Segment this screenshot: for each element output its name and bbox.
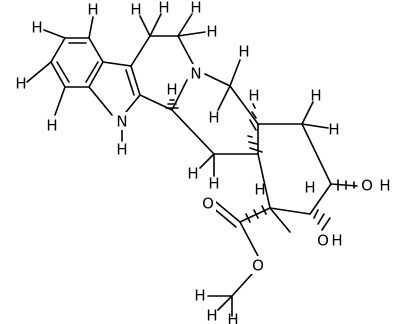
atom-h-ring-4: H [46, 117, 57, 135]
bond-pyr-2 [130, 65, 141, 96]
atom-h-c16: H [254, 181, 265, 199]
bonds [26, 13, 358, 317]
atom-o-carbonyl: O [202, 195, 214, 213]
atom-h-methyl-3: H [206, 307, 217, 324]
bond-c18-h [330, 183, 358, 187]
atom-h-c14-b: H [208, 175, 219, 193]
bond-h-ring-1 [88, 16, 94, 39]
bond-benz-5 [50, 61, 66, 88]
bond-ch2b-h [149, 13, 162, 37]
atom-o-ester: O [252, 257, 264, 275]
bond-ch2a-h [139, 15, 151, 37]
bond-benz-3 [88, 61, 104, 88]
atom-h-ring-3: H [15, 75, 26, 93]
bond-h-ring-4 [54, 86, 66, 116]
bond-c16-c15 [257, 153, 271, 209]
atom-h-ch2-c: H [190, 0, 201, 17]
bond-pyr-2-inner [125, 69, 135, 96]
bond-benz-3-inner [85, 61, 99, 83]
bond-c19-h2 [301, 101, 314, 125]
atom-nh: N [116, 113, 127, 131]
atom-h-c5-b: H [208, 109, 219, 127]
bond-h-ring-2 [43, 29, 66, 39]
atom-h-ring-1: H [87, 1, 98, 19]
atom-h-c5-a: H [238, 43, 249, 61]
atom-h-c19-a: H [328, 121, 339, 139]
atom-h-c14-a: H [187, 165, 198, 183]
bond-pyr-4 [88, 86, 113, 116]
atom-h-ring-2: H [31, 19, 42, 37]
bond-benz-5-inner [56, 61, 70, 83]
hash-c17-oh [313, 209, 331, 231]
bond-ch2c-h [177, 13, 193, 37]
atom-h-hydroxyl1: H [379, 177, 390, 195]
bond-c21-c20 [229, 85, 259, 125]
atom-h-c3: H [166, 81, 177, 99]
bond-c16-h [269, 207, 291, 233]
atom-h-c15: H [248, 87, 259, 105]
atom-labels: H H H H H H H H N H H H H N H H H H H H … [15, 0, 390, 324]
atom-h-methyl-2: H [194, 287, 205, 305]
bond-c5-N [177, 35, 195, 67]
atom-h-hydroxyl2: H [331, 232, 342, 250]
bond-h-ring-3 [26, 61, 52, 83]
bond-c14-h1 [199, 153, 215, 169]
atom-h-methyl-1: H [227, 311, 238, 324]
atom-h-c18: H [304, 179, 315, 197]
bond-c18-c17 [309, 183, 332, 215]
atom-h-ch2-b: H [158, 0, 169, 17]
bond-c21-h2 [229, 59, 241, 87]
bond-c-o-double1 [215, 201, 241, 223]
hash-c3-h [165, 99, 179, 109]
hash-c16-ester [245, 205, 267, 223]
bond-c16-cester [239, 207, 271, 223]
bond-benz-6 [50, 37, 66, 63]
atom-o-hydroxyl2: O [317, 232, 329, 250]
bond-c-oester [239, 221, 259, 257]
atom-h-ch2-a: H [130, 1, 141, 19]
bond-N-c3 [171, 79, 188, 111]
bond-c6-c7 [130, 35, 151, 67]
atom-h-c19-b: H [310, 87, 321, 105]
bond-pyr-1 [102, 61, 132, 67]
bond-ch2d-h [177, 31, 206, 37]
bond-oester-ch3 [231, 273, 253, 297]
bond-N-c21 [204, 73, 231, 87]
bond-c21-h1 [217, 85, 231, 111]
bond-c3-c14 [171, 109, 215, 155]
hash-c20-h [249, 103, 257, 131]
atom-nh-h: H [116, 141, 127, 159]
bond-c19-h1 [301, 123, 329, 129]
atom-h-ch2-d: H [206, 23, 217, 41]
bond-c17-c16 [269, 207, 311, 215]
bond-ch3-h3 [217, 295, 233, 311]
bond-benz-2 [88, 37, 104, 63]
hash-c15-h [247, 135, 263, 153]
atom-o-hydroxyl1: O [361, 177, 373, 195]
atom-n-amine: N [190, 65, 201, 83]
hash-c18-oh [337, 179, 355, 191]
bond-c19-c18 [301, 123, 332, 185]
